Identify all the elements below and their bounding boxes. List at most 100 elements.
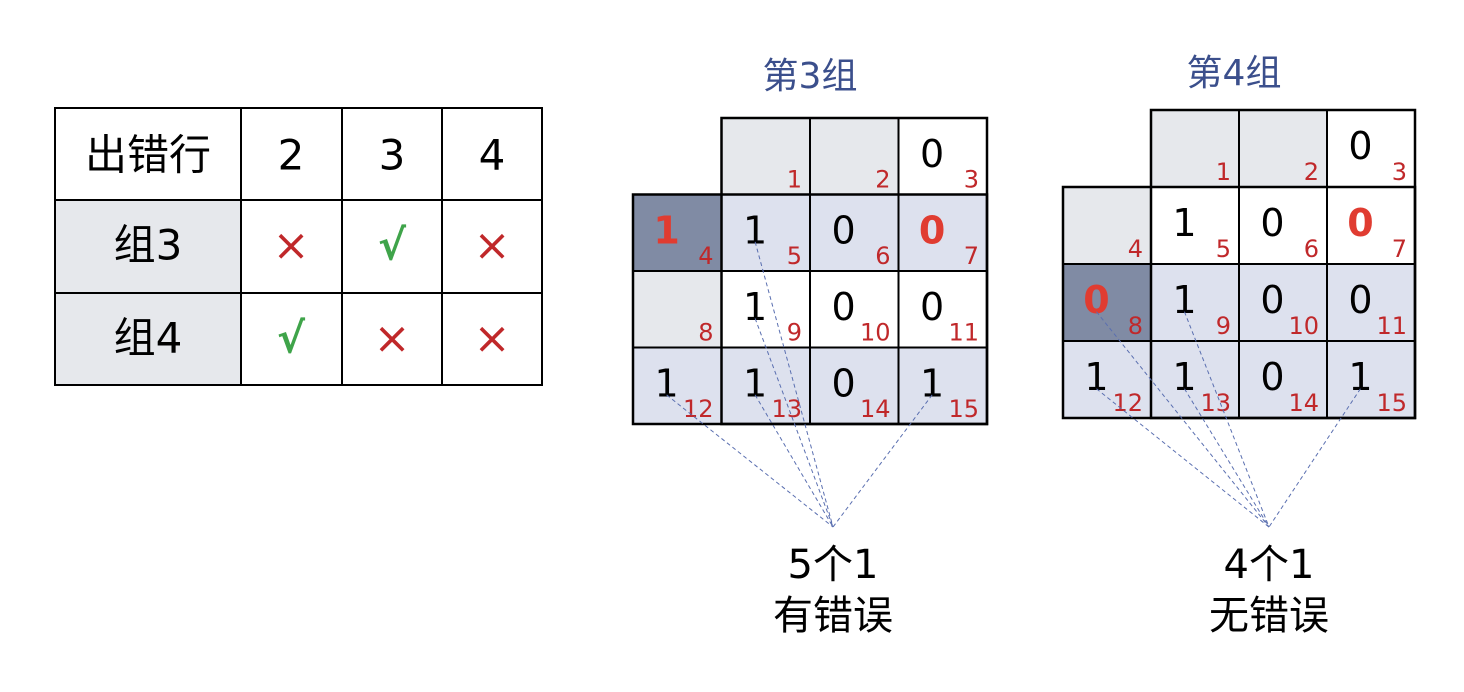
grid-cell	[1238, 109, 1328, 188]
cell-bit-value: 0	[1347, 201, 1373, 245]
cell-bit-value: 0	[1348, 278, 1372, 322]
grid-cell	[1238, 263, 1328, 342]
cross-mark: ×	[273, 220, 310, 271]
cell-index-label: 8	[1128, 312, 1143, 340]
connector-line	[1096, 388, 1270, 528]
cell-index-label: 13	[771, 395, 802, 423]
ones-count-label: 4个1	[1224, 542, 1315, 588]
cell-bit-value: 0	[1083, 278, 1109, 322]
grid-cell	[897, 193, 988, 272]
cell-index-label: 7	[1392, 235, 1407, 263]
grid-cell	[809, 346, 900, 425]
cell-index-label: 10	[860, 319, 891, 347]
cell-index-label: 10	[1288, 312, 1319, 340]
grid-frame-bottom	[1061, 185, 1417, 420]
cell-bit-value: 1	[1084, 355, 1108, 399]
cell-index-label: 12	[683, 395, 714, 423]
cell-bit-value: 1	[1172, 201, 1196, 245]
cell-bit-value: 0	[1260, 355, 1284, 399]
cell-index-label: 4	[1128, 235, 1143, 263]
connector-line	[1096, 311, 1270, 528]
cell-index-label: 5	[1216, 235, 1231, 263]
cell-index-label: 9	[1216, 312, 1231, 340]
cell-bit-value: 0	[832, 208, 856, 252]
grid-cell	[1326, 263, 1416, 342]
table-header-col: 4	[479, 131, 506, 180]
cross-mark: ×	[374, 313, 411, 364]
connector-line	[1184, 388, 1270, 528]
cell-bit-value: 1	[743, 208, 767, 252]
cell-index-label: 14	[860, 395, 891, 423]
cell-bit-value: 1	[1348, 355, 1372, 399]
cell-index-label: 7	[964, 242, 979, 270]
grid-cell	[809, 270, 900, 349]
group-title: 第3组	[763, 56, 858, 97]
cell-bit-value: 1	[1172, 278, 1196, 322]
cell-bit-value: 0	[920, 132, 944, 176]
cell-bit-value: 0	[920, 285, 944, 329]
cell-bit-value: 1	[655, 361, 679, 405]
cell-index-label: 9	[787, 319, 802, 347]
grid-cell	[1062, 186, 1152, 265]
cross-mark: ×	[474, 313, 511, 364]
cell-index-label: 11	[948, 319, 979, 347]
cell-bit-value: 1	[653, 208, 679, 252]
cell-index-label: 1	[787, 166, 802, 194]
cell-index-label: 13	[1200, 389, 1231, 417]
table-border	[54, 107, 543, 386]
connector-line	[1183, 311, 1270, 528]
cell-index-label: 8	[698, 319, 713, 347]
table-row-label: 组4	[114, 314, 183, 363]
connector-line	[666, 394, 834, 528]
cell-index-label: 6	[875, 242, 890, 270]
cell-bit-value: 0	[1348, 124, 1372, 168]
cell-bit-value: 0	[1260, 201, 1284, 245]
grid-cell	[897, 346, 988, 425]
cell-index-label: 15	[948, 395, 979, 423]
cell-index-label: 14	[1288, 389, 1319, 417]
check-mark: √	[378, 221, 407, 270]
group-title: 第4组	[1187, 53, 1282, 94]
cell-index-label: 12	[1112, 389, 1143, 417]
grid-cell	[1150, 109, 1240, 188]
table-header-label: 出错行	[85, 131, 211, 180]
cell-index-label: 5	[787, 242, 802, 270]
cell-index-label: 3	[964, 166, 979, 194]
grid-cell	[1062, 263, 1152, 342]
cell-bit-value: 0	[1260, 278, 1284, 322]
cell-index-label: 2	[1304, 158, 1319, 186]
cell-index-label: 6	[1304, 235, 1319, 263]
error-status-label: 无错误	[1209, 593, 1329, 639]
cell-index-label: 2	[875, 166, 890, 194]
error-status-label: 有错误	[773, 593, 893, 639]
grid-frame-bottom	[631, 193, 989, 426]
check-mark: √	[277, 314, 306, 363]
ones-count-label: 5个1	[788, 542, 879, 588]
cell-bit-value: 1	[743, 361, 767, 405]
connector-line	[754, 241, 834, 528]
grid-cell	[1326, 186, 1416, 265]
cell-index-label: 4	[698, 242, 713, 270]
cell-index-label: 11	[1376, 312, 1407, 340]
cell-bit-value: 0	[919, 208, 945, 252]
table-header-col: 2	[278, 131, 305, 180]
table-row-label: 组3	[114, 221, 183, 270]
table-header-col: 3	[379, 131, 406, 180]
cell-bit-value: 0	[832, 285, 856, 329]
cell-bit-value: 1	[1172, 355, 1196, 399]
connector-line	[754, 318, 834, 528]
grid-cell	[1150, 263, 1240, 342]
cell-bit-value: 1	[743, 285, 767, 329]
cell-bit-value: 0	[832, 361, 856, 405]
cross-mark: ×	[474, 220, 511, 271]
table-header-row-bg	[55, 108, 542, 200]
cell-index-label: 15	[1376, 389, 1407, 417]
cell-bit-value: 1	[920, 361, 944, 405]
cell-index-label: 3	[1392, 158, 1407, 186]
error-row-table: 出错行 2 3 4 组3 组4 × √ × √ × ×	[54, 107, 543, 386]
cell-index-label: 1	[1216, 158, 1231, 186]
connector-line	[754, 394, 834, 528]
